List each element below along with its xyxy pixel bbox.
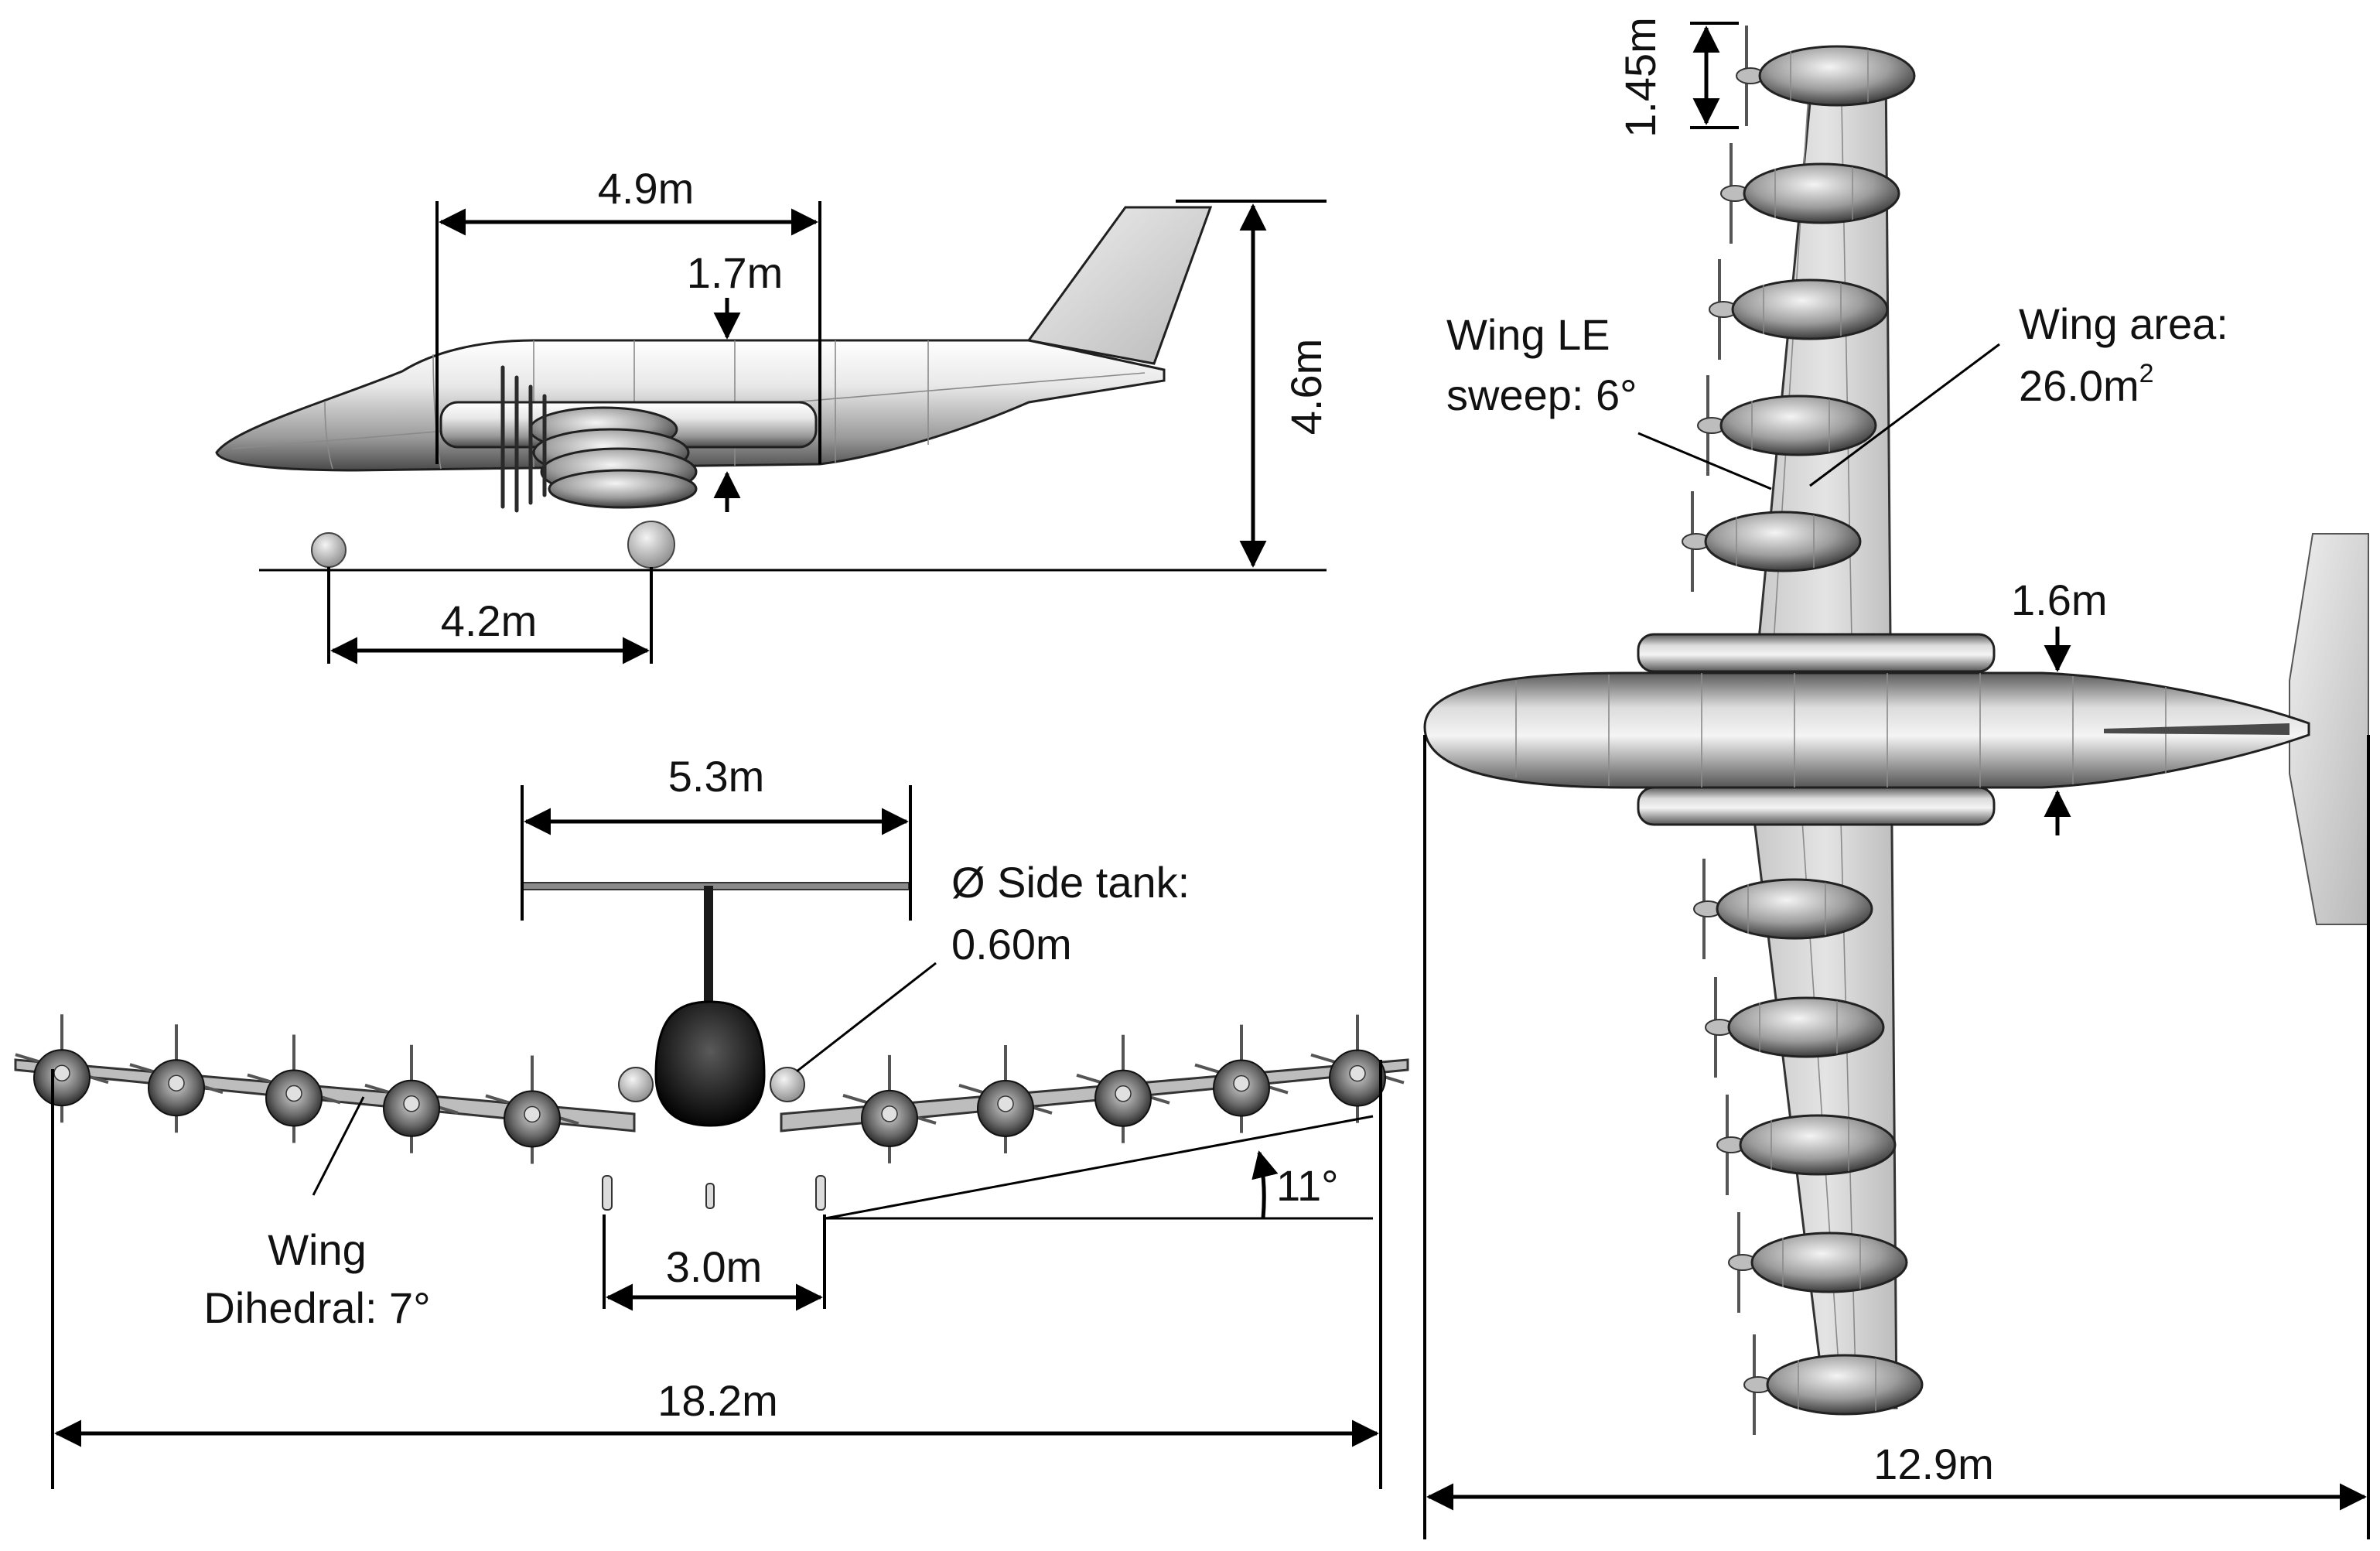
callout-le-sweep-leader [1637,432,1772,490]
top-fin-root [2104,723,2290,735]
front-gear-right [815,1175,826,1211]
front-side-tank-right [770,1067,805,1102]
callout-wing-area-value: 26.0m [2019,361,2139,410]
top-nacelle-8 [1716,1095,1897,1195]
callout-side-tank-value: 0.60m [951,920,1072,969]
dim-overall-height-label: 4.6m [1282,339,1330,436]
front-view: 5.3m Ø Side tank: 0.60m 11° 3.0m Wing Di… [14,752,1409,1489]
top-nacelle-3 [1709,259,1889,360]
dim-tail-span-label: 5.3m [668,752,765,801]
top-horizontal-tail [2289,533,2369,925]
front-engine-10 [1310,1014,1405,1123]
top-nacelle-4 [1697,375,1877,476]
top-nacelle-1 [1736,26,1916,126]
top-nacelles [1682,26,1924,1435]
callout-wing-area-line1: Wing area: [2019,299,2228,348]
side-propellers [500,365,547,513]
front-engine-6 [842,1054,937,1163]
callout-wing-area-line2: 26.0m2 [2019,359,2154,410]
top-fuselage-seams [1515,673,2167,787]
side-main-wheel [627,521,675,569]
top-nacelle-9 [1728,1212,1908,1313]
top-nacelle-5 [1682,491,1862,592]
dim-wheelbase-label: 4.2m [441,596,538,645]
dim-overall-length-label: 12.9m [1873,1440,1994,1488]
angle-tip-arc [1251,1150,1279,1219]
top-view: 1.45m Wing LE sweep: 6° Wing area: 26.0m… [1423,17,2370,1539]
front-engine-9 [1194,1024,1289,1133]
callout-le-sweep-line1: Wing LE [1446,310,1610,359]
side-nacelles [528,406,698,509]
dim-wingspan-label: 18.2m [657,1376,778,1425]
dim-fuselage-width-label: 1.6m [2011,576,2108,624]
front-side-tank-left [618,1067,654,1102]
side-nose-wheel [311,532,347,568]
front-engine-5 [485,1055,579,1164]
dim-section-length-label: 4.9m [598,164,695,213]
top-nacelle-7 [1705,977,1885,1078]
angle-tip-label: 11° [1276,1161,1339,1210]
callout-dihedral-line1: Wing [268,1225,367,1274]
dim-fuselage-height-label: 1.7m [687,248,784,297]
front-gear-left [602,1175,613,1211]
callout-wing-area-leader [1809,343,2000,487]
side-vertical-tail [1026,206,1213,365]
top-nacelle-6 [1693,859,1873,959]
callout-le-sweep-line2: sweep: 6° [1446,371,1637,419]
front-engine-1 [15,1014,109,1123]
callout-dihedral-leader [312,1096,365,1196]
callout-dihedral-line2: Dihedral: 7° [203,1283,430,1332]
top-side-tank-upper [1637,633,1996,673]
top-nacelle-2 [1720,143,1900,244]
front-fuselage [654,1000,766,1127]
callout-side-tank-leader [796,962,937,1073]
front-engines [15,1014,1405,1164]
front-engine-3 [247,1034,341,1143]
callout-side-tank-title: Ø Side tank: [951,858,1190,907]
front-engine-8 [1076,1034,1170,1143]
front-engine-2 [129,1024,224,1133]
front-horizontal-tail [521,882,910,890]
front-gear-nose [705,1183,715,1209]
front-vertical-fin [704,886,713,1010]
side-view: 4.9m 1.7m 4.6m 4.2m [215,164,1330,664]
top-fuselage [1423,671,2310,789]
front-engine-7 [958,1044,1053,1153]
dim-nacelle-spacing-label: 1.45m [1616,17,1665,138]
front-engine-4 [364,1044,459,1153]
top-nacelle-10 [1743,1334,1924,1435]
dim-gear-track-label: 3.0m [666,1242,763,1291]
callout-wing-area-unit-sup: 2 [2139,359,2154,388]
top-side-tank-lower [1637,786,1996,826]
